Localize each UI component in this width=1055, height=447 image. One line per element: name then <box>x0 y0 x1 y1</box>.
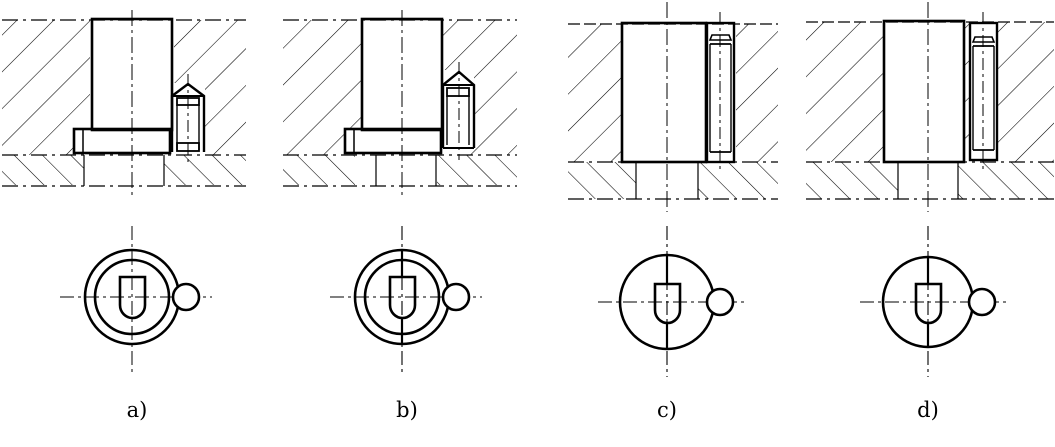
pin-outline <box>705 287 735 317</box>
figure-c-elevation <box>568 2 778 212</box>
d-shaped-slot <box>653 282 682 325</box>
figure-a-elevation <box>2 10 246 195</box>
bushing-flange <box>343 127 443 155</box>
pin-outline <box>171 282 201 312</box>
figure-c-plan <box>598 226 745 377</box>
caption-c: c) <box>657 398 677 422</box>
pin-outline <box>441 282 471 312</box>
figure-d-plan <box>860 226 1007 377</box>
caption-d: d) <box>917 398 939 422</box>
figure-b-plan <box>330 226 482 372</box>
figure-a-plan <box>60 226 212 372</box>
d-shaped-slot <box>118 275 147 320</box>
pin-outline <box>967 287 997 317</box>
bushing-flange <box>72 127 172 155</box>
caption-b: b) <box>396 398 418 422</box>
bushing-outline <box>93 258 171 336</box>
d-shaped-slot <box>388 275 417 320</box>
figure-b-elevation <box>283 10 517 195</box>
figure-d-elevation <box>806 2 1054 212</box>
caption-a: a) <box>126 398 148 422</box>
d-shaped-slot <box>914 282 943 325</box>
